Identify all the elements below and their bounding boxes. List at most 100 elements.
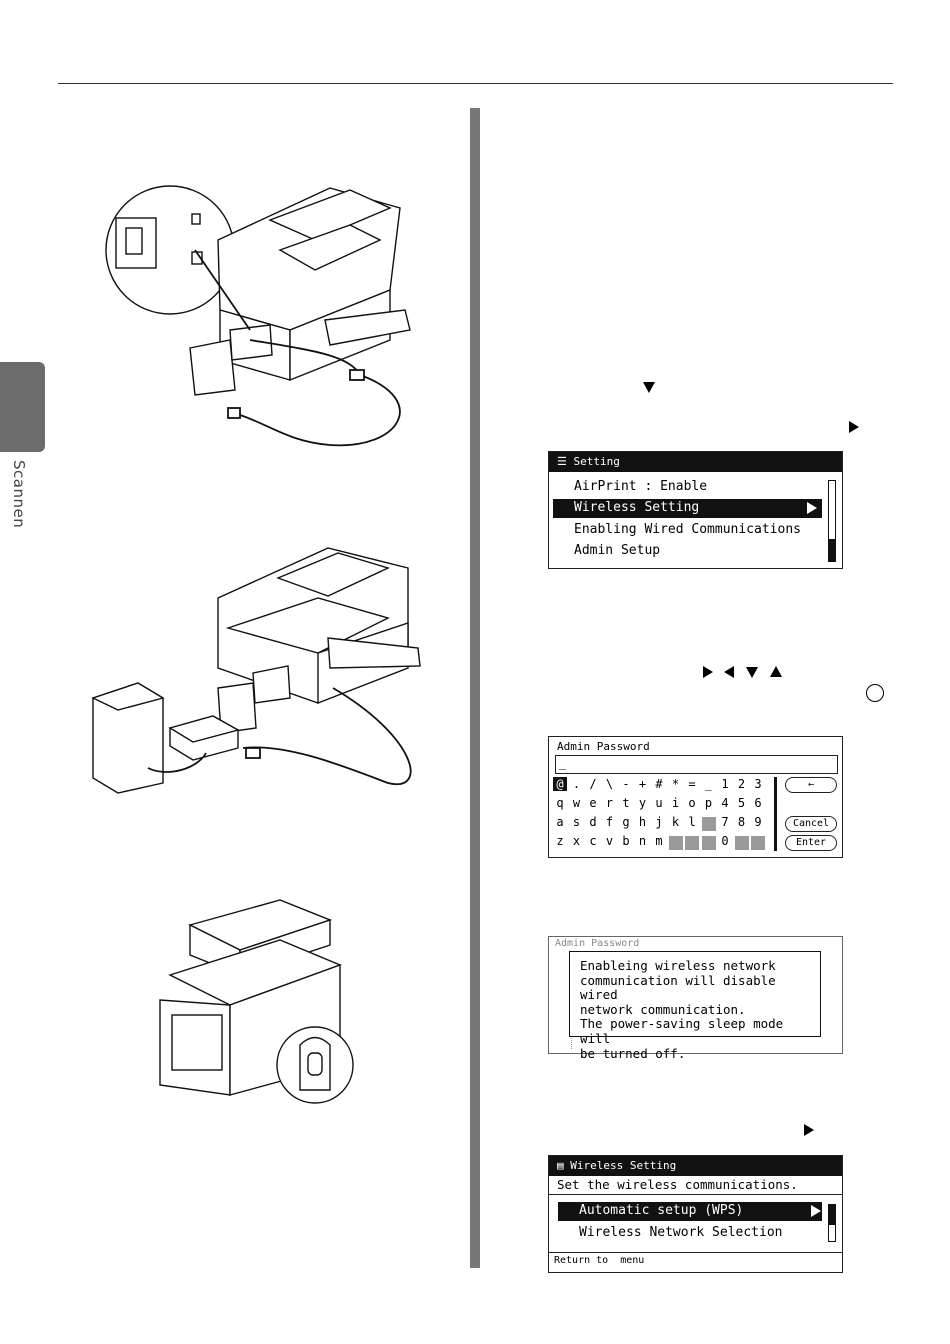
keyboard-key[interactable]: k [671, 815, 680, 829]
keyboard-scrollbar[interactable] [774, 777, 777, 851]
keyboard-key[interactable]: 7 [721, 815, 729, 829]
keyboard-key[interactable] [734, 836, 749, 850]
keyboard-key[interactable]: j [655, 815, 663, 829]
keyboard-key[interactable]: 1 [721, 777, 729, 791]
chapter-tab [0, 362, 45, 452]
keyboard-key[interactable]: g [622, 815, 630, 829]
wireless-menu-icon: ▤ [557, 1159, 564, 1172]
menu-item-airprint[interactable]: AirPrint : Enable [574, 479, 708, 494]
keyboard-key[interactable]: u [655, 796, 663, 810]
keyboard-key[interactable]: 8 [737, 815, 746, 829]
enter-button[interactable]: Enter [785, 835, 837, 851]
keyboard-key[interactable]: 4 [721, 796, 729, 810]
keyboard-key[interactable]: f [605, 815, 614, 829]
keyboard-key[interactable]: s [572, 815, 581, 829]
keyboard-key[interactable]: p [704, 796, 713, 810]
right-arrow-icon [703, 666, 713, 678]
keyboard-key[interactable]: + [638, 777, 647, 791]
keyboard-key[interactable]: q [556, 796, 564, 810]
keyboard-key[interactable]: b [622, 834, 630, 848]
lcd-wireless-header: ▤ Wireless Setting [549, 1156, 842, 1176]
keyboard-key[interactable]: 2 [737, 777, 746, 791]
keyboard-key[interactable]: * [671, 777, 680, 791]
keyboard-key[interactable]: # [655, 777, 663, 791]
menu-scrollbar[interactable] [828, 480, 836, 562]
menu-item-highlight [553, 499, 822, 518]
warning-line: Enableing wireless network [580, 958, 776, 973]
menu-item-wired-communications[interactable]: Enabling Wired Communications [574, 522, 801, 537]
keyboard-key[interactable]: d [589, 815, 597, 829]
wireless-item-network-selection[interactable]: Wireless Network Selection [579, 1225, 783, 1240]
warning-line: network communication. [580, 1001, 746, 1017]
backspace-button[interactable]: ← [785, 777, 837, 793]
keyboard-key[interactable] [751, 836, 765, 850]
illustration-power-switch [159, 899, 354, 1104]
chapter-tab-label: Scannen [10, 460, 28, 529]
wireless-item-wps[interactable]: Automatic setup (WPS) [579, 1203, 744, 1218]
keyboard-key[interactable] [685, 836, 699, 850]
keyboard-key[interactable] [701, 817, 716, 831]
keyboard-key[interactable]: / [589, 777, 597, 791]
keyboard-key[interactable]: - [622, 777, 630, 791]
illustration-lan-cable-printer [105, 185, 411, 447]
selected-item-arrow-icon [807, 502, 817, 514]
keyboard-key[interactable]: = [688, 777, 696, 791]
down-arrow-icon [746, 667, 758, 678]
wireless-item-highlight [558, 1202, 822, 1221]
keyboard-key[interactable]: 6 [754, 796, 762, 810]
up-arrow-icon [770, 666, 782, 677]
password-header: Admin Password [557, 740, 650, 753]
keyboard-key[interactable]: n [638, 834, 647, 848]
column-divider [470, 108, 480, 1268]
menu-icon: ☰ [557, 455, 567, 468]
keyboard-key[interactable]: w [572, 796, 581, 810]
warning-line: communication will disable wired [580, 972, 776, 1003]
keyboard-key[interactable]: 0 [721, 834, 729, 848]
keyboard-key[interactable]: o [688, 796, 696, 810]
keyboard-key[interactable] [668, 836, 683, 850]
warning-line: be turned off. [580, 1045, 686, 1061]
keyboard-key[interactable]: _ [704, 777, 713, 791]
lcd-setting-menu: ☰ Setting AirPrint : Enable Wireless Set… [548, 451, 843, 569]
keyboard-key[interactable]: 9 [754, 815, 762, 829]
keyboard-key[interactable]: @ [553, 777, 567, 791]
keyboard-key[interactable]: 5 [737, 796, 746, 810]
keyboard-key[interactable]: l [688, 815, 696, 829]
keyboard-key[interactable]: 3 [754, 777, 762, 791]
keyboard-key[interactable]: e [589, 796, 597, 810]
lcd-wireless-warning: Admin Password Enableing wireless networ… [548, 936, 843, 1060]
wireless-footer-divider [549, 1252, 842, 1253]
menu-item-wireless-setting[interactable]: Wireless Setting [574, 500, 700, 515]
warning-dialog: Enableing wireless network communication… [569, 951, 821, 1060]
keyboard-key[interactable]: y [638, 796, 647, 810]
keyboard-key[interactable]: m [655, 834, 663, 848]
keyboard-key[interactable]: . [572, 777, 581, 791]
right-arrow-icon [804, 1124, 814, 1136]
keyboard-key[interactable]: \ [605, 777, 614, 791]
keyboard-key[interactable]: t [622, 796, 630, 810]
keyboard-key[interactable]: h [638, 815, 647, 829]
wireless-scrollbar[interactable] [828, 1204, 836, 1242]
illustration-pc-hub-printer [91, 547, 421, 794]
left-arrow-icon [724, 666, 734, 678]
keyboard-key[interactable]: i [671, 796, 680, 810]
lcd-wireless-setting: ▤ Wireless Setting Set the wireless comm… [548, 1155, 843, 1273]
menu-item-admin-setup[interactable]: Admin Setup [574, 543, 661, 558]
keyboard-key[interactable]: c [589, 834, 597, 848]
keyboard-key[interactable]: x [572, 834, 581, 848]
cancel-button[interactable]: Cancel [785, 816, 837, 832]
keyboard-key[interactable]: v [605, 834, 614, 848]
right-arrow-icon [849, 421, 859, 433]
ok-button-icon [866, 684, 884, 702]
keyboard-key[interactable]: r [605, 796, 614, 810]
header-rule [58, 83, 893, 84]
keyboard-key[interactable]: z [556, 834, 564, 848]
wireless-subtitle: Set the wireless communications. [557, 1177, 798, 1192]
warning-bg-header: Admin Password [555, 938, 640, 949]
keyboard-key[interactable]: a [556, 815, 564, 829]
warning-line: The power-saving sleep mode will [580, 1016, 784, 1046]
keyboard-key[interactable] [701, 836, 716, 850]
password-input[interactable]: _ [555, 755, 838, 774]
